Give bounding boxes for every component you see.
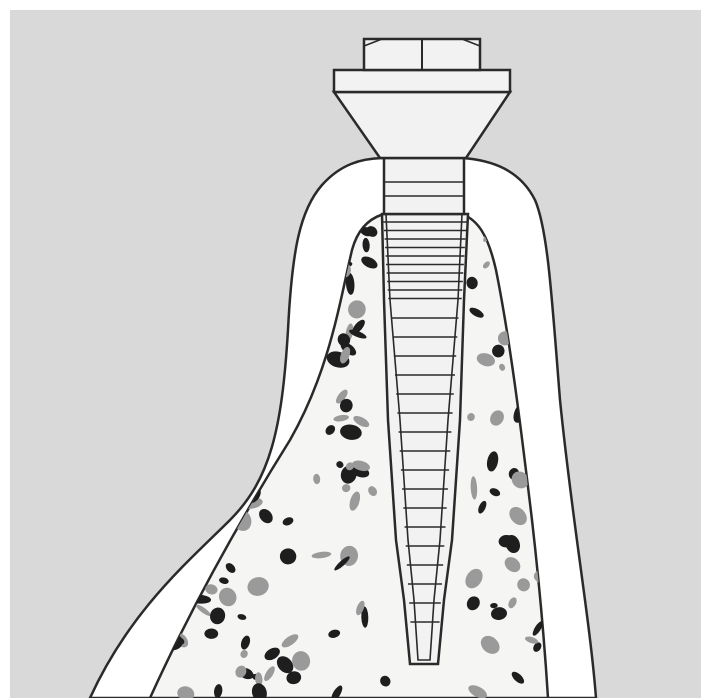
abutment-flange: [334, 70, 510, 92]
implant-collar: [384, 158, 464, 214]
